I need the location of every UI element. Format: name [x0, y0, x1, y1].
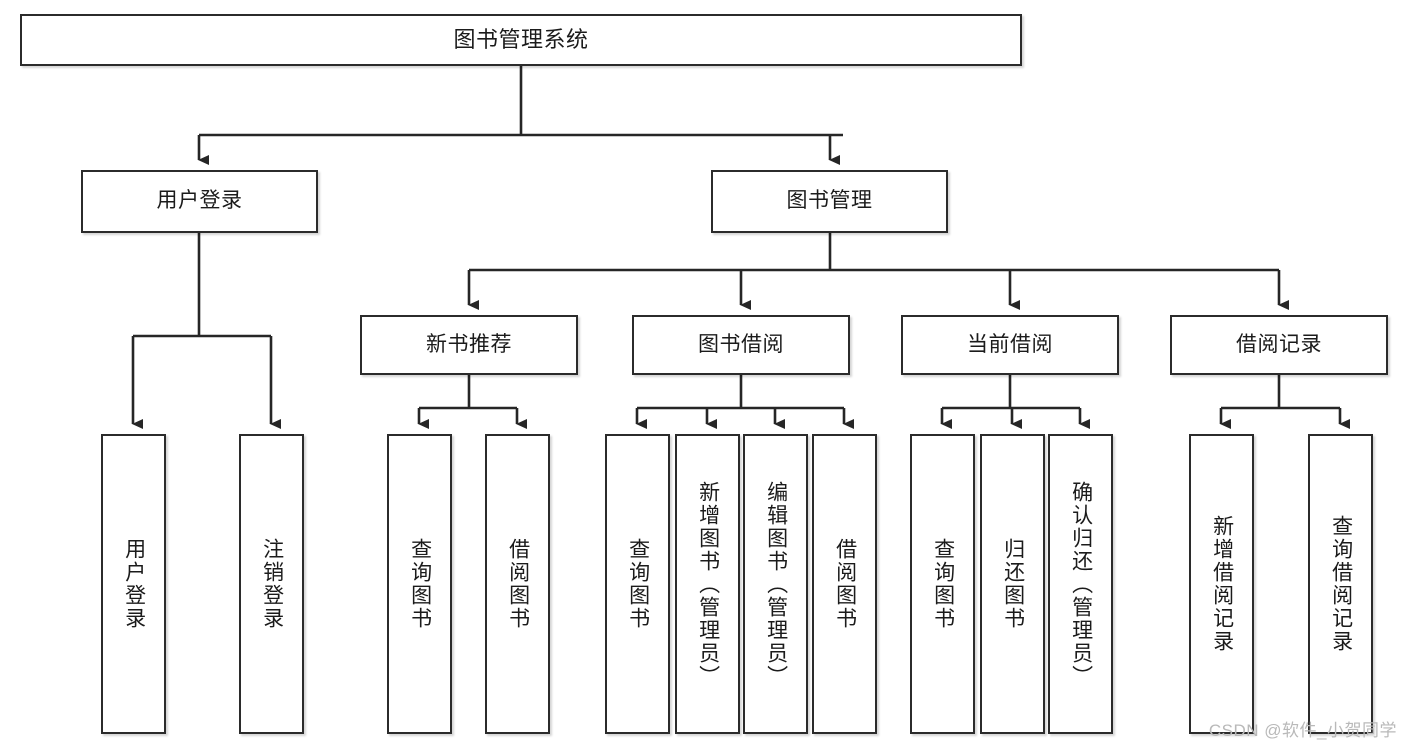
node-label: 借阅记录 — [1236, 332, 1322, 356]
node-label: 编辑图书（管理员） — [764, 480, 788, 688]
node-label: 查询借阅记录 — [1329, 515, 1353, 653]
leaf-borrow-book-newbook[interactable]: 借阅图书 — [485, 434, 550, 734]
node-label: 图书管理系统 — [453, 27, 589, 53]
node-label: 查询图书 — [408, 538, 432, 630]
leaf-edit-book-admin[interactable]: 编辑图书（管理员） — [743, 434, 808, 734]
leaf-confirm-return-admin[interactable]: 确认归还（管理员） — [1048, 434, 1113, 734]
node-label: 当前借阅 — [967, 332, 1053, 356]
leaf-logout[interactable]: 注销登录 — [239, 434, 304, 734]
node-current-borrow[interactable]: 当前借阅 — [901, 315, 1119, 375]
leaf-return-book[interactable]: 归还图书 — [980, 434, 1045, 734]
node-book-management[interactable]: 图书管理 — [711, 170, 948, 233]
leaf-query-borrow-record[interactable]: 查询借阅记录 — [1308, 434, 1373, 734]
node-label: 用户登录 — [122, 538, 146, 630]
node-label: 用户登录 — [156, 189, 243, 213]
leaf-add-borrow-record[interactable]: 新增借阅记录 — [1189, 434, 1254, 734]
leaf-user-login[interactable]: 用户登录 — [101, 434, 166, 734]
node-label: 查询图书 — [931, 538, 955, 630]
node-new-book-recommend[interactable]: 新书推荐 — [360, 315, 578, 375]
node-label: 确认归还（管理员） — [1069, 480, 1093, 688]
leaf-query-book-current[interactable]: 查询图书 — [910, 434, 975, 734]
leaf-query-book-borrow[interactable]: 查询图书 — [605, 434, 670, 734]
node-label: 图书借阅 — [698, 332, 784, 356]
node-label: 新增借阅记录 — [1210, 515, 1234, 653]
node-root-system[interactable]: 图书管理系统 — [20, 14, 1022, 66]
node-label: 查询图书 — [626, 538, 650, 630]
node-borrow-records[interactable]: 借阅记录 — [1170, 315, 1388, 375]
node-label: 图书管理 — [786, 189, 873, 213]
node-label: 新书推荐 — [426, 332, 512, 356]
node-book-borrow[interactable]: 图书借阅 — [632, 315, 850, 375]
node-label: 借阅图书 — [506, 538, 530, 630]
node-label: 注销登录 — [260, 538, 284, 630]
node-label: 借阅图书 — [833, 538, 857, 630]
leaf-add-book-admin[interactable]: 新增图书（管理员） — [675, 434, 740, 734]
node-label: 新增图书（管理员） — [696, 480, 720, 688]
leaf-borrow-book[interactable]: 借阅图书 — [812, 434, 877, 734]
watermark: CSDN @软件_小贺同学 — [1208, 721, 1397, 740]
leaf-query-book-newbook[interactable]: 查询图书 — [387, 434, 452, 734]
node-user-login[interactable]: 用户登录 — [81, 170, 318, 233]
node-label: 归还图书 — [1001, 538, 1025, 630]
